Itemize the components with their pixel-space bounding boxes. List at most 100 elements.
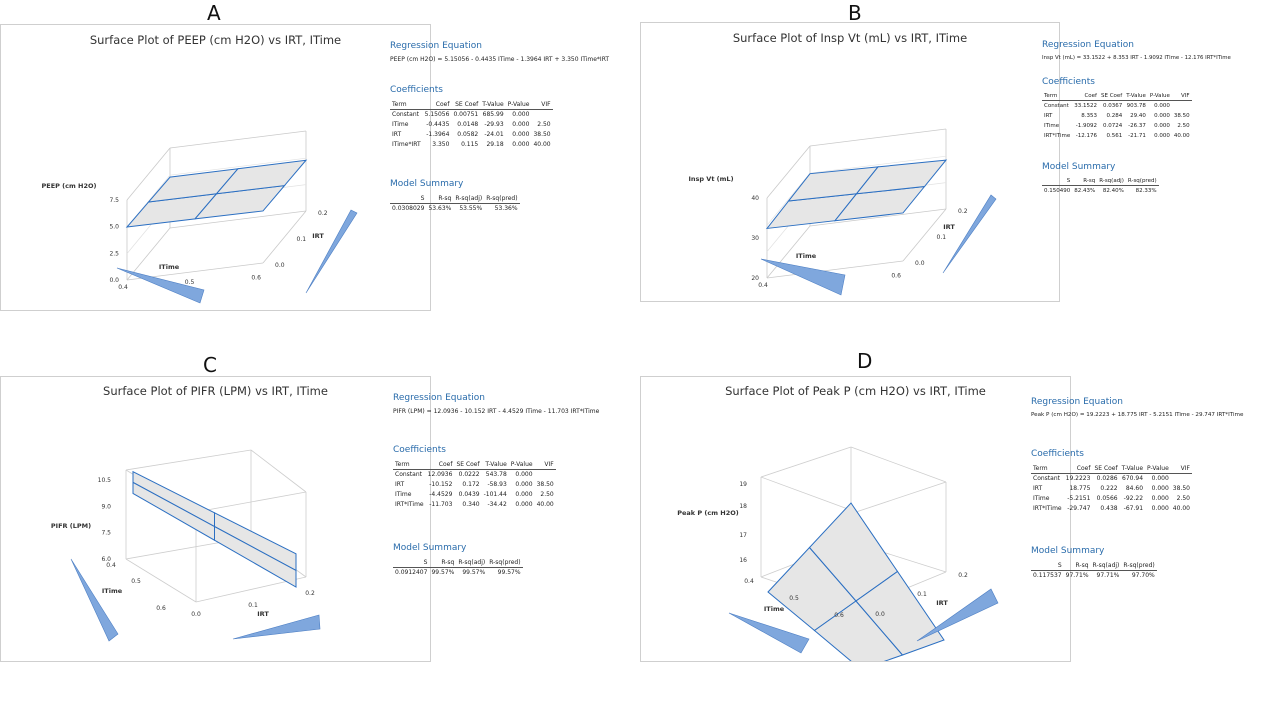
surface-patch <box>855 570 945 656</box>
y-tick-label: 0.1 <box>297 236 307 243</box>
surface-patch <box>855 159 948 195</box>
y-axis-label: IRT <box>257 610 269 618</box>
plot-title: Surface Plot of Peak P (cm H2O) vs IRT, … <box>725 384 986 398</box>
coef-header: T-Value <box>480 101 506 110</box>
coef-header: Term <box>1042 93 1073 101</box>
x-tick-label: 0.6 <box>156 605 166 612</box>
coef-cell: 0.0582 <box>457 131 479 138</box>
coef-cell: 543.78 <box>485 471 507 478</box>
coef-header: Term <box>393 461 426 470</box>
grid-line <box>902 208 947 262</box>
coef-cell: 0.0222 <box>458 471 480 478</box>
regression-equation: PIFR (LPM) = 12.0936 - 10.152 IRT - 4.45… <box>393 408 600 415</box>
coef-cell: 0.000 <box>1151 485 1169 492</box>
coef-header: SE Coef <box>1099 93 1125 101</box>
panel-letter-c: C <box>203 353 217 377</box>
grid-line <box>262 210 307 264</box>
x-tick-label: 0.4 <box>758 282 768 289</box>
grid-line <box>195 491 307 513</box>
x-axis-label: ITime <box>796 252 817 260</box>
coefficients-heading: Coefficients <box>393 445 446 455</box>
coef-cell: 0.0148 <box>457 121 479 128</box>
model-summary-heading: Model Summary <box>1042 162 1116 172</box>
coef-cell: -1.3964 <box>426 131 450 138</box>
summary-cell: 99.57% <box>431 569 455 576</box>
axis-direction-wedge <box>70 558 119 642</box>
coef-header: VIF <box>1171 93 1192 101</box>
coef-header: T-Value <box>1124 93 1148 101</box>
coef-cell: -24.01 <box>484 131 504 138</box>
model-summary-heading: Model Summary <box>390 179 464 189</box>
y-tick-label: 0.0 <box>915 260 925 267</box>
coef-cell: 8.353 <box>1081 113 1097 119</box>
y-tick-label: 0.0 <box>191 611 201 618</box>
coef-cell: 40.00 <box>1172 505 1190 512</box>
x-axis-label: ITime <box>159 263 180 271</box>
x-tick-label: 0.6 <box>834 612 844 619</box>
summary-cell: 97.70% <box>1131 572 1155 579</box>
summary-header: R-sq(pred) <box>484 195 520 204</box>
summary-cell: 99.57% <box>462 569 486 576</box>
summary-cell: 53.36% <box>494 205 518 212</box>
summary-cell: 97.71% <box>1096 572 1120 579</box>
plot-title: Surface Plot of PEEP (cm H2O) vs IRT, IT… <box>90 33 341 47</box>
grid-line <box>766 225 811 279</box>
surface-plot-a: Surface Plot of PEEP (cm H2O) vs IRT, IT… <box>0 24 431 311</box>
coef-cell: 38.50 <box>1173 113 1190 119</box>
grid-line <box>855 481 947 513</box>
coef-cell: IRT*ITime <box>395 501 424 508</box>
summary-cell: 0.0308029 <box>392 205 425 212</box>
model-summary-heading: Model Summary <box>1031 546 1105 556</box>
coef-cell: 40.00 <box>533 141 551 148</box>
coef-cell: -29.93 <box>484 121 504 128</box>
summary-cell: 0.117537 <box>1033 572 1062 579</box>
z-tick-label: 2.5 <box>109 250 119 257</box>
coef-header: P-Value <box>1145 465 1171 474</box>
grid-line <box>766 260 904 279</box>
coef-cell: 670.94 <box>1122 475 1144 482</box>
grid-line <box>760 476 857 513</box>
coef-cell: 0.000 <box>512 131 530 138</box>
summary-cell: 82.33% <box>1135 188 1157 194</box>
grid-line <box>760 446 852 478</box>
x-tick-label: 0.4 <box>118 284 128 291</box>
coef-cell: ITime <box>392 121 409 128</box>
z-axis-label: PIFR (LPM) <box>51 522 91 530</box>
coef-cell: 5.15056 <box>424 111 450 118</box>
grid-line <box>766 145 811 199</box>
summary-cell: 0.0912407 <box>395 569 428 576</box>
summary-header: R-sq <box>1063 562 1091 571</box>
coef-cell: 0.00751 <box>453 111 479 118</box>
coef-header: Coef <box>422 101 452 110</box>
coef-cell: 0.000 <box>515 501 533 508</box>
coef-cell: IRT*ITime <box>1033 505 1062 512</box>
coef-cell: 38.50 <box>1172 485 1190 492</box>
coef-cell: 0.340 <box>462 501 480 508</box>
coef-cell: 0.0439 <box>458 491 480 498</box>
coef-cell: 0.000 <box>512 141 530 148</box>
summary-cell: 0.150490 <box>1044 188 1071 194</box>
coef-cell: 3.350 <box>432 141 450 148</box>
coef-cell: 29.18 <box>486 141 504 148</box>
axis-direction-wedge <box>728 612 810 654</box>
coef-header: VIF <box>531 101 553 110</box>
coef-cell: 40.00 <box>1173 133 1190 139</box>
coef-cell <box>1172 101 1192 112</box>
coef-cell: ITime <box>1044 123 1060 129</box>
grid-line <box>809 128 947 147</box>
surface-plot-b: Surface Plot of Insp Vt (mL) vs IRT, ITi… <box>640 22 1060 302</box>
coef-cell: -58.93 <box>487 481 507 488</box>
panel-letter-a: A <box>207 1 221 25</box>
y-tick-label: 0.0 <box>875 611 885 618</box>
